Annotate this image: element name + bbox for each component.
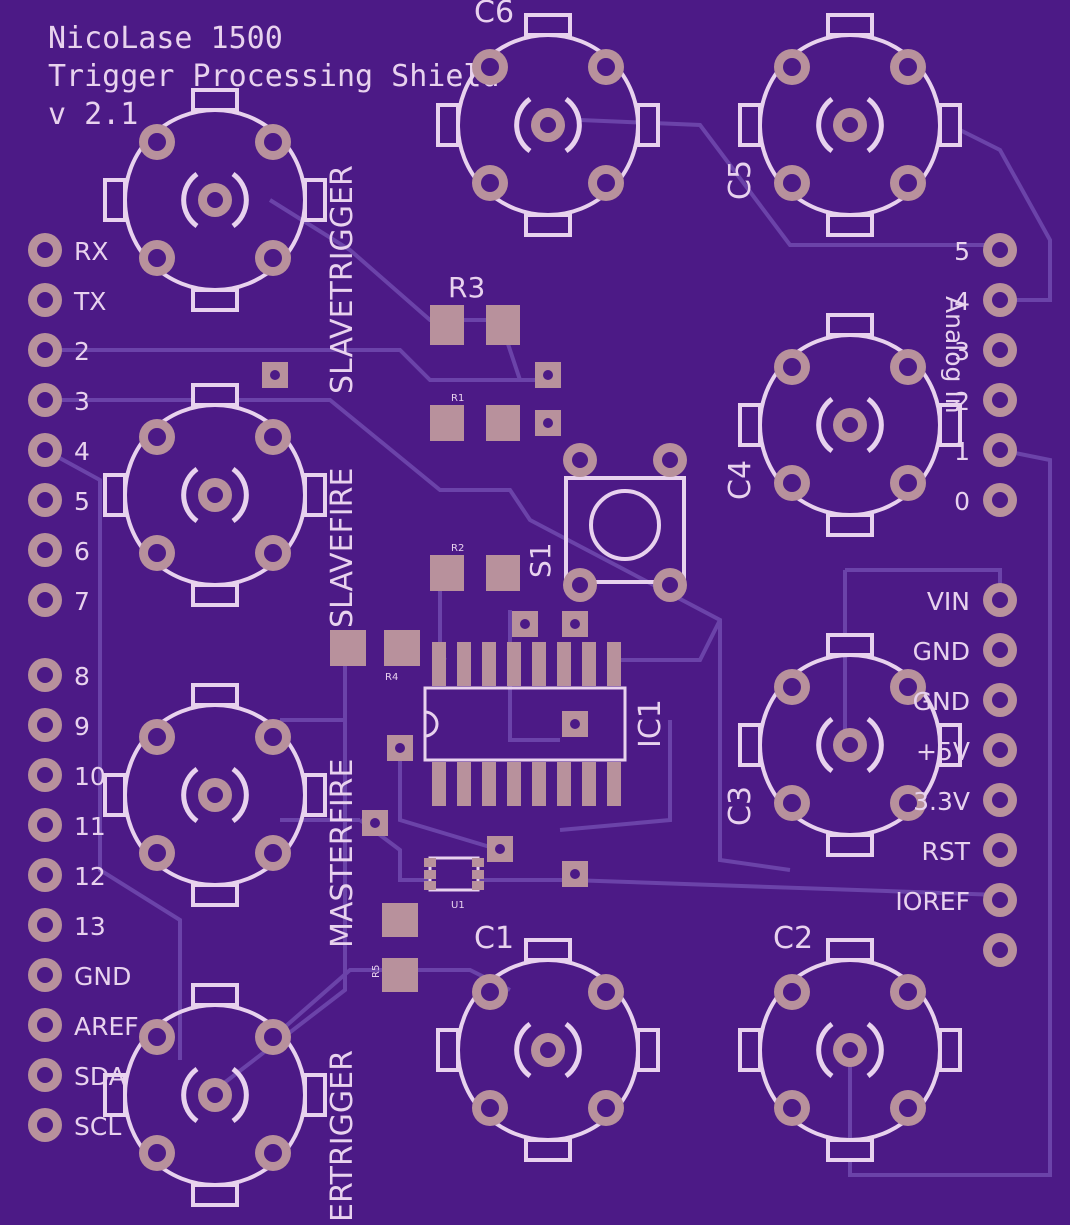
pin-label-11: 11 — [74, 812, 106, 841]
c1-label: C1 — [474, 921, 514, 956]
ic1-pin-bottom — [432, 762, 621, 806]
pin-label-2: 2 — [74, 337, 90, 366]
mastertrigger-label: ERTRIGGER — [325, 1050, 360, 1222]
resistor-r5: R5 — [371, 903, 418, 992]
masterfire-label: MASTERFIRE — [325, 759, 360, 948]
pushbutton-s1: S1 — [524, 443, 687, 602]
pin-label-9: 9 — [74, 712, 90, 741]
copper-traces — [44, 118, 1052, 1177]
board-title: NicoLase 1500 Trigger Processing Shield … — [48, 21, 500, 132]
pin-label-8: 8 — [74, 662, 90, 691]
right-pin-header: Analog In 5 4 3 2 1 0 VIN GND GND +5V 3.… — [895, 233, 1017, 967]
power-pin-gnd-2: GND — [913, 687, 970, 716]
ic1-chip: IC1 — [423, 642, 668, 806]
c6-label: C6 — [474, 0, 514, 30]
u1-chip: U1 — [424, 856, 484, 911]
c2-label: C2 — [773, 921, 813, 956]
r2-label: R2 — [451, 543, 464, 554]
r1-label: R1 — [451, 393, 464, 404]
pin-label-gnd: GND — [74, 962, 131, 991]
analog-pin-0: 0 — [954, 487, 970, 516]
resistor-r1: R1 — [430, 393, 520, 441]
resistor-r4: R4 — [330, 630, 420, 683]
pin-label-tx: TX — [73, 287, 106, 316]
pin-label-4: 4 — [74, 437, 90, 466]
ic1-pin-top — [432, 642, 621, 686]
bnc-connector-c1 — [438, 940, 658, 1160]
s1-label: S1 — [524, 542, 557, 578]
c3-label: C3 — [723, 786, 758, 826]
power-pin-5v: +5V — [916, 737, 970, 766]
power-pin-rst: RST — [921, 837, 970, 866]
pin-label-rx: RX — [74, 237, 109, 266]
r5-label: R5 — [371, 965, 382, 978]
r3-label: R3 — [448, 271, 485, 304]
bnc-connector-left-2 — [105, 385, 325, 605]
resistor-r2: R2 — [430, 543, 520, 591]
pin-label-12: 12 — [74, 862, 106, 891]
resistor-r3: R3 — [430, 271, 520, 345]
pin-label-13: 13 — [74, 912, 106, 941]
pin-label-aref: AREF — [74, 1012, 139, 1041]
analog-pin-1: 1 — [954, 437, 970, 466]
pin-label-6: 6 — [74, 537, 90, 566]
pin-label-7: 7 — [74, 587, 90, 616]
bnc-connector-c6 — [438, 15, 658, 235]
slavetrigger-label: SLAVETRIGGER — [325, 165, 360, 394]
via — [262, 362, 588, 887]
right-pin-pad — [983, 233, 1017, 967]
analog-pin-3: 3 — [954, 337, 970, 366]
ic1-label: IC1 — [633, 699, 668, 748]
r4-label: R4 — [385, 672, 398, 683]
title-line-1: NicoLase 1500 — [48, 21, 283, 56]
c4-label: C4 — [723, 460, 758, 500]
pin-label-sda: SDA — [74, 1062, 126, 1091]
pin-label-10: 10 — [74, 762, 106, 791]
left-pin-header: RX TX 2 3 4 5 6 7 8 9 10 11 12 13 GND AR… — [28, 233, 139, 1142]
u1-label: U1 — [451, 900, 465, 911]
power-pin-vin: VIN — [927, 587, 970, 616]
bnc-connector-c5 — [740, 15, 960, 235]
analog-pin-5: 5 — [954, 237, 970, 266]
pin-label-3: 3 — [74, 387, 90, 416]
analog-pin-4: 4 — [954, 287, 970, 316]
title-line-3: v 2.1 — [48, 97, 138, 132]
c5-label: C5 — [723, 160, 758, 200]
power-pin-ioref: IOREF — [895, 887, 970, 916]
pin-label-5: 5 — [74, 487, 90, 516]
power-pin-gnd-1: GND — [913, 637, 970, 666]
analog-in-label: Analog In — [940, 296, 969, 414]
title-line-2: Trigger Processing Shield — [48, 59, 500, 94]
analog-pin-2: 2 — [954, 387, 970, 416]
left-pin-pad — [28, 233, 62, 1142]
pin-label-scl: SCL — [74, 1112, 121, 1141]
power-pin-3v3: 3.3V — [913, 787, 970, 816]
slavefire-label: SLAVEFIRE — [325, 468, 360, 628]
bnc-connector-c4 — [740, 315, 960, 535]
